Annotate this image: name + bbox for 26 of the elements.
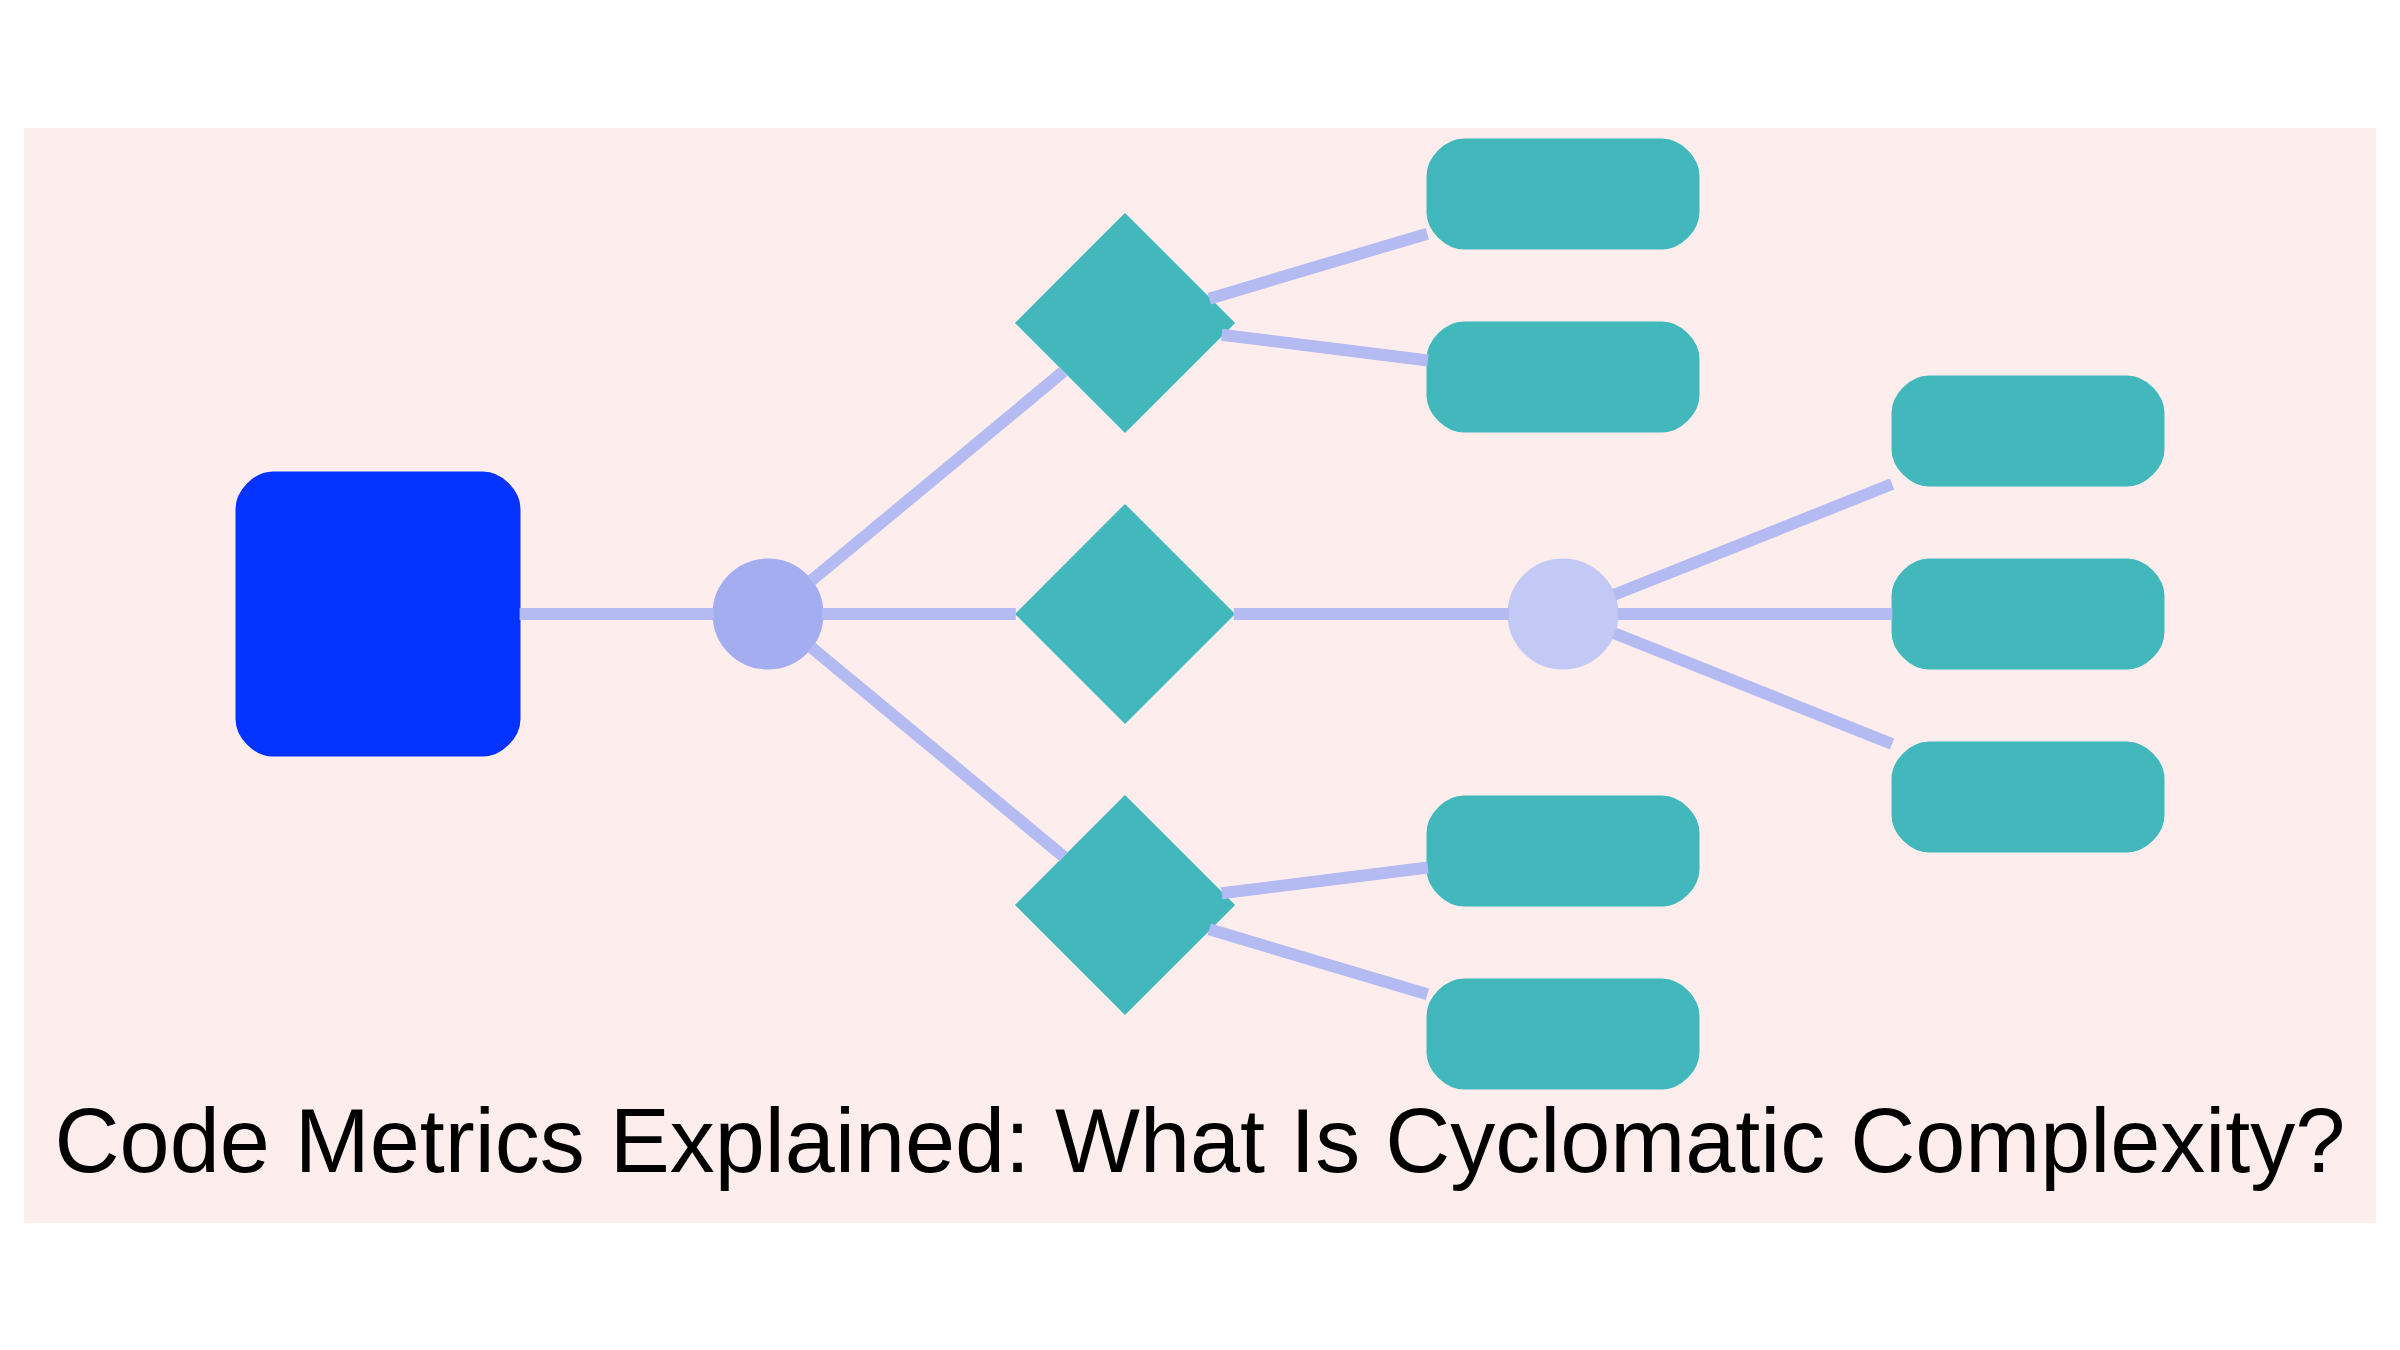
connector [1612,477,1895,600]
node-pill [1891,558,2165,669]
node-pill [1891,741,2165,852]
node-pill [1426,321,1700,432]
node-pill [1426,978,1700,1089]
connector [1207,923,1430,1000]
connector [1207,227,1430,304]
connector [1617,607,1893,620]
connector [519,607,714,620]
node-diamond [1014,503,1236,724]
node-pill [1891,375,2165,486]
connector [1612,627,1895,750]
connector [1221,861,1429,899]
node-pill [1426,795,1700,906]
node-box [235,471,521,756]
node-circle [712,558,824,669]
diagram-title: Code Metrics Explained: What Is Cyclomatic Complexity? [54,1090,2346,1191]
connector [822,607,1016,620]
node-circle [1507,558,1619,669]
connector [1221,328,1429,366]
node-pill [1426,138,1700,249]
connector [1233,607,1509,620]
node-diamond [1014,212,1236,433]
connector [807,366,1068,585]
connector [807,642,1068,861]
node-diamond [1014,794,1236,1015]
